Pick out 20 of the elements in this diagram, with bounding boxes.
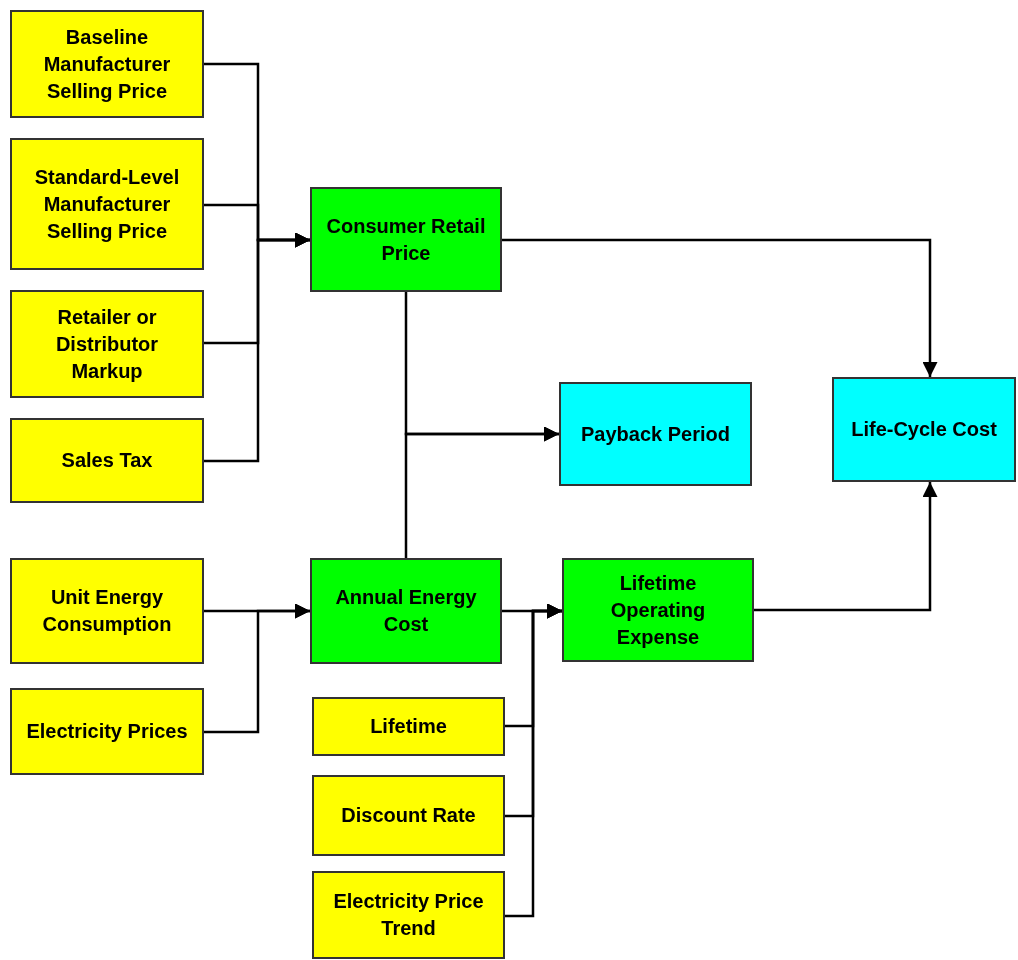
result-box: Payback Period: [559, 382, 752, 486]
input-box: Discount Rate: [312, 775, 505, 856]
input-box: Retailer or Distributor Markup: [10, 290, 204, 398]
process-box: Annual Energy Cost: [310, 558, 502, 664]
arrow: [505, 603, 562, 918]
input-box: Lifetime: [312, 697, 505, 756]
process-box: Consumer Retail Price: [310, 187, 502, 292]
input-box: Electricity Price Trend: [312, 871, 505, 959]
arrow: [204, 232, 310, 463]
arrow: [754, 482, 938, 612]
result-box: Life-Cycle Cost: [832, 377, 1016, 482]
input-box: Unit Energy Consumption: [10, 558, 204, 664]
input-box: Baseline Manufacturer Selling Price: [10, 10, 204, 118]
input-box: Electricity Prices: [10, 688, 204, 775]
arrow: [404, 426, 559, 558]
process-box: Lifetime Operating Expense: [562, 558, 754, 662]
arrow: [502, 238, 938, 377]
arrow: [204, 603, 310, 734]
input-box: Sales Tax: [10, 418, 204, 503]
input-box: Standard-Level Manufacturer Selling Price: [10, 138, 204, 270]
